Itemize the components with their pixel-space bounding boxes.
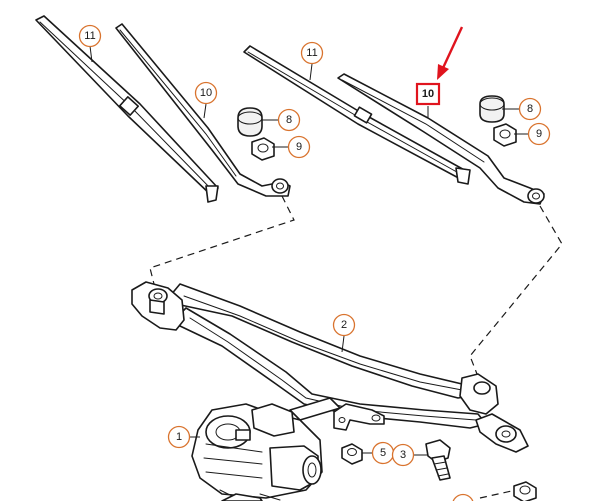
callout-3: 3 [391,443,415,467]
cap-left[interactable] [237,107,263,137]
nut-left[interactable] [251,137,275,161]
callout-5: 5 [371,441,395,465]
callout-10-left-label: 10 [200,87,212,99]
cap-right[interactable] [479,95,505,123]
callout-10-left: 10 [194,81,218,105]
bolt-3[interactable] [425,439,451,481]
wiper-blade-left[interactable] [35,15,219,203]
callout-11-right-label: 11 [306,47,317,59]
callout-10-right-highlighted[interactable]: 10 [415,82,441,106]
callout-8-right-label: 8 [527,103,533,115]
callout-2-label: 2 [341,319,347,331]
callout-8-right: 8 [518,97,542,121]
wiper-motor[interactable] [191,403,323,501]
callout-5-label: 5 [380,447,386,459]
highlight-arrow [437,26,464,80]
callout-3-label: 3 [400,449,406,461]
nut-5[interactable] [341,443,363,465]
wiper-blade-right[interactable] [243,45,471,185]
wiper-linkage-frame[interactable] [131,281,529,453]
callout-2: 2 [332,313,356,337]
leader-lines [89,45,528,456]
callout-11-left-label: 11 [84,30,95,42]
callout-9-left: 9 [287,135,311,159]
callout-8-left-label: 8 [286,114,292,126]
callout-8-left: 8 [277,108,301,132]
nut-lower-right[interactable] [513,481,537,501]
partial-component [221,493,263,501]
nut-right[interactable] [493,123,517,147]
callout-11-left: 11 [78,24,102,48]
mounting-bracket[interactable] [333,403,385,431]
callout-10-right-label: 10 [422,88,434,100]
callout-9-left-label: 9 [296,141,302,153]
wiper-arm-left[interactable] [115,23,291,197]
callout-9-right-label: 9 [536,128,542,140]
arrow-head-icon [437,64,449,80]
callout-partial-bottom [452,493,474,501]
callout-1: 1 [167,425,191,449]
callout-1-label: 1 [176,431,182,443]
callout-9-right: 9 [527,122,551,146]
callout-11-right: 11 [300,41,324,65]
